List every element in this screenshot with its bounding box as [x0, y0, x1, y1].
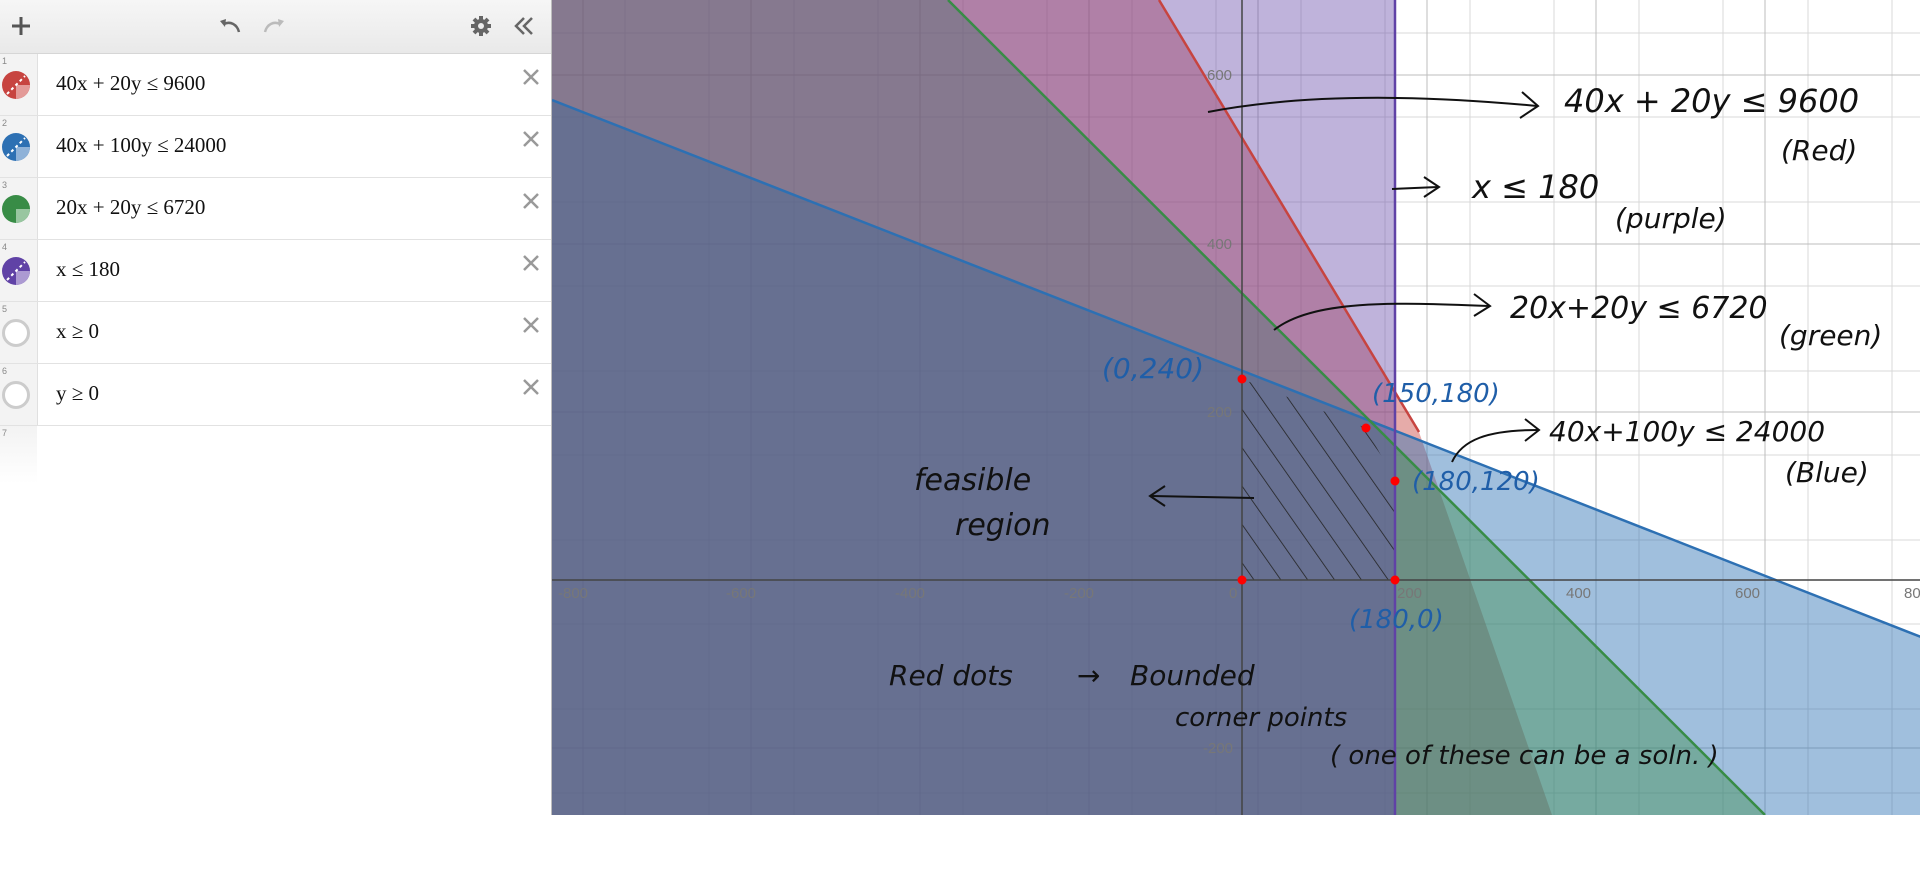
- hidden-graph-icon[interactable]: [1, 318, 31, 348]
- x-tick-label: 200: [1397, 585, 1422, 602]
- expression-panel: 1 40x + 20y ≤ 9600 2: [0, 0, 551, 815]
- inequality-shading-icon[interactable]: [1, 70, 31, 100]
- y-tick-label: -200: [1203, 740, 1233, 757]
- x-tick-label: -600: [726, 585, 756, 602]
- expression-gutter: 5: [0, 302, 38, 363]
- expression-gutter: 4: [0, 240, 38, 301]
- corner-point-label: (180,120): [1412, 467, 1540, 497]
- graph-paper[interactable]: -800 -600 -400 -200 0 200 400 600 80 600…: [551, 0, 1920, 815]
- expression-gutter: 1: [0, 54, 38, 115]
- delete-expression-icon[interactable]: [517, 125, 545, 153]
- annotation-arrows: [1148, 91, 1541, 507]
- expression-row[interactable]: 4 x ≤ 180: [0, 240, 551, 302]
- hidden-graph-icon[interactable]: [1, 380, 31, 410]
- expression-row[interactable]: 3 20x + 20y ≤ 6720: [0, 178, 551, 240]
- y-tick-label: 400: [1207, 236, 1232, 253]
- red-boundary-line: [1157, 0, 1421, 433]
- double-chevron-left-icon[interactable]: [506, 8, 542, 44]
- expression-number: 7: [2, 428, 8, 438]
- expression-input[interactable]: 20x + 20y ≤ 6720: [56, 195, 206, 219]
- corner-point-dot: [1361, 423, 1371, 433]
- annotation-purple-name: (purple): [1615, 202, 1727, 235]
- annotation-arrow-glyph: →: [1077, 659, 1100, 692]
- redo-icon[interactable]: [256, 8, 292, 44]
- expression-input[interactable]: 40x + 20y ≤ 9600: [56, 71, 206, 95]
- expression-row[interactable]: 2 40x + 100y ≤ 24000: [0, 116, 551, 178]
- expression-number: 2: [2, 118, 8, 128]
- inequality-shading-icon[interactable]: [1, 132, 31, 162]
- x-tick-label: 600: [1735, 585, 1760, 602]
- expression-gutter: 7: [0, 426, 37, 484]
- feasible-region-hatch: [1242, 379, 1395, 580]
- expression-list: 1 40x + 20y ≤ 9600 2: [0, 54, 551, 484]
- expression-toolbar: [0, 0, 551, 54]
- delete-expression-icon[interactable]: [517, 311, 545, 339]
- x-tick-label: -800: [558, 585, 588, 602]
- purple-region: [552, 0, 1395, 815]
- annotation-region: region: [955, 508, 1051, 543]
- expression-gutter: 2: [0, 116, 38, 177]
- delete-expression-icon[interactable]: [517, 187, 545, 215]
- annotation-bounded: Bounded: [1130, 659, 1255, 692]
- y-tick-label: 600: [1207, 67, 1232, 84]
- expression-row[interactable]: 6 y ≥ 0: [0, 364, 551, 426]
- annotation-green-name: (green): [1779, 319, 1882, 352]
- expression-number: 1: [2, 56, 8, 66]
- green-boundary-line: [947, 0, 1766, 815]
- expression-row[interactable]: 1 40x + 20y ≤ 9600: [0, 54, 551, 116]
- inequality-shading-icon[interactable]: [1, 194, 31, 224]
- annotation-solution-note: ( one of these can be a soln. ): [1330, 741, 1719, 771]
- expression-row[interactable]: 5 x ≥ 0: [0, 302, 551, 364]
- annotation-green-equation: 20x+20y ≤ 6720: [1510, 291, 1768, 326]
- corner-point-dot: [1237, 575, 1247, 585]
- plus-icon[interactable]: [3, 8, 39, 44]
- expression-input[interactable]: x ≥ 0: [56, 319, 100, 343]
- expression-input[interactable]: y ≥ 0: [56, 381, 100, 405]
- annotation-red-equation: 40x + 20y ≤ 9600: [1564, 82, 1859, 120]
- annotation-blue-name: (Blue): [1785, 456, 1869, 489]
- x-tick-label: -200: [1064, 585, 1094, 602]
- corner-point-dot: [1390, 575, 1400, 585]
- inequality-shading-icon[interactable]: [1, 256, 31, 286]
- expression-input[interactable]: x ≤ 180: [56, 257, 121, 281]
- expression-number: 5: [2, 304, 8, 314]
- blue-region: [552, 100, 1920, 815]
- annotation-feasible: feasible: [914, 463, 1031, 498]
- delete-expression-icon[interactable]: [517, 249, 545, 277]
- delete-expression-icon[interactable]: [517, 63, 545, 91]
- corner-point-dot: [1237, 374, 1247, 384]
- annotation-red-dots: Red dots: [889, 659, 1013, 692]
- expression-number: 4: [2, 242, 8, 252]
- annotation-purple-equation: x ≤ 180: [1471, 168, 1599, 206]
- expression-input[interactable]: 40x + 100y ≤ 24000: [56, 133, 227, 157]
- x-tick-label: 400: [1566, 585, 1591, 602]
- corner-point-label: (0,240): [1102, 352, 1204, 385]
- expression-number: 3: [2, 180, 8, 190]
- undo-icon[interactable]: [212, 8, 248, 44]
- expression-gutter: 6: [0, 364, 38, 425]
- expression-number: 6: [2, 366, 8, 376]
- corner-point-label: (150,180): [1372, 379, 1500, 409]
- annotation-corner-points: corner points: [1175, 703, 1347, 733]
- x-tick-label: 0: [1229, 585, 1237, 602]
- x-tick-label: -400: [895, 585, 925, 602]
- y-tick-label: 200: [1207, 404, 1232, 421]
- x-tick-label: 80: [1904, 585, 1920, 602]
- gear-icon[interactable]: [463, 8, 499, 44]
- annotation-red-name: (Red): [1781, 134, 1857, 167]
- corner-point-label: (180,0): [1349, 605, 1444, 635]
- expression-gutter: 3: [0, 178, 38, 239]
- blue-boundary-line: [552, 98, 1920, 638]
- delete-expression-icon[interactable]: [517, 373, 545, 401]
- corner-point-dot: [1390, 476, 1400, 486]
- annotation-blue-equation: 40x+100y ≤ 24000: [1549, 415, 1825, 448]
- new-expression-row[interactable]: 7: [0, 426, 551, 484]
- red-region: [552, 0, 1552, 815]
- green-region: [552, 0, 1765, 815]
